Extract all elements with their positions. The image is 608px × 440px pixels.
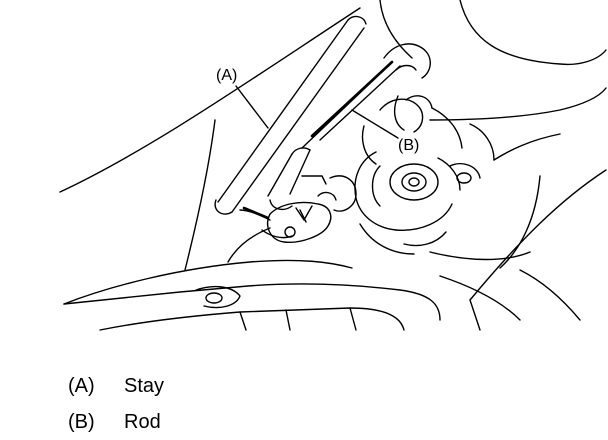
body-outline xyxy=(59,0,607,305)
rod-callout-label: (B) xyxy=(398,137,419,154)
stay-leader-line xyxy=(235,85,269,129)
legend-key: (B) xyxy=(68,410,95,433)
engine-bay-illustration: (A) (B) xyxy=(59,0,607,331)
callout-leaders xyxy=(235,85,399,139)
frame-hole xyxy=(205,292,223,304)
bolt-assembly xyxy=(354,151,481,255)
stay-part xyxy=(214,15,367,239)
upper-mechanism xyxy=(361,43,561,165)
legend-item: (A) Stay xyxy=(68,368,468,404)
parts-legend: (A) Stay (B) Rod xyxy=(68,368,468,440)
legend-label: Stay xyxy=(124,374,165,397)
legend-item: (B) Rod xyxy=(68,404,468,440)
legend-key: (A) xyxy=(68,374,95,397)
lower-frame xyxy=(63,269,581,331)
stay-callout-label: (A) xyxy=(216,67,237,84)
legend-label: Rod xyxy=(124,410,161,433)
rod-part xyxy=(267,60,401,211)
rod-leader-line xyxy=(351,109,399,139)
